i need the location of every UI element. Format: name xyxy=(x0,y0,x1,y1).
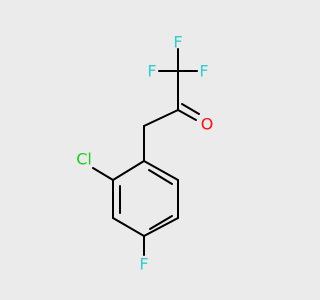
atom-o: O xyxy=(201,115,214,134)
structure-canvas: F F F O Cl F xyxy=(0,0,300,300)
bond-ring-3 xyxy=(112,217,145,237)
bond-ring-inner-3 xyxy=(148,169,173,185)
bond-c2-o-b xyxy=(181,103,200,115)
atom-f-right: F xyxy=(199,62,208,81)
bond-ring-6 xyxy=(143,160,179,181)
bond-c2-c3 xyxy=(143,109,179,127)
atom-labels: F F F O Cl F xyxy=(76,33,213,274)
atom-f-left: F xyxy=(147,62,156,81)
bond-ring-1 xyxy=(112,160,145,181)
atom-cl: Cl xyxy=(76,150,92,169)
bond-ring-4 xyxy=(143,217,179,237)
background xyxy=(0,0,300,300)
atom-f-top: F xyxy=(173,33,182,52)
molecule-diagram: F F F O Cl F xyxy=(0,0,300,300)
bond-ring-inner-2 xyxy=(149,215,173,230)
bonds xyxy=(92,48,200,256)
bond-c2-o-a xyxy=(177,109,197,121)
bond-ring-cl xyxy=(92,167,114,181)
atom-f-ring: F xyxy=(139,255,148,274)
